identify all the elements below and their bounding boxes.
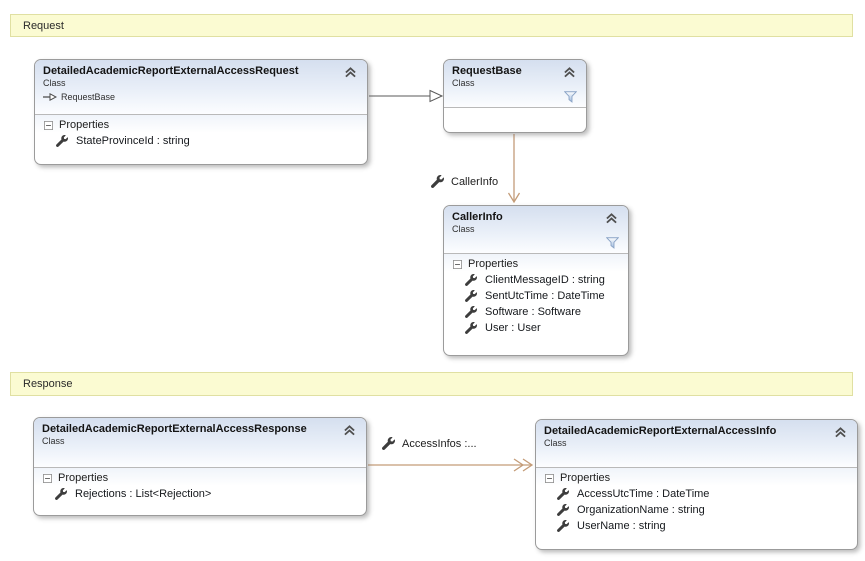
association-label-text: AccessInfos :... [402, 437, 477, 450]
property-wrench-icon [465, 322, 477, 334]
property-row[interactable]: SentUtcTime : DateTime [444, 288, 628, 304]
property-text: Software : Software [485, 306, 581, 318]
class-box-requestbase[interactable]: RequestBase Class [443, 59, 587, 133]
property-wrench-icon [431, 175, 444, 188]
class-title: DetailedAcademicReportExternalAccessResp… [42, 423, 307, 435]
class-header: DetailedAcademicReportExternalAccessInfo… [536, 420, 857, 468]
association-label-accessinfos[interactable]: AccessInfos :... [382, 437, 477, 450]
collapse-chevron-icon[interactable] [563, 67, 576, 78]
class-title: CallerInfo [452, 211, 503, 223]
property-wrench-icon [55, 488, 67, 500]
compartment-label-text: Properties [560, 472, 611, 484]
property-row[interactable]: ClientMessageID : string [444, 272, 628, 288]
property-text: OrganizationName : string [577, 504, 705, 516]
class-header: DetailedAcademicReportExternalAccessRequ… [35, 60, 367, 115]
property-wrench-icon [465, 290, 477, 302]
properties-compartment-header[interactable]: Properties [536, 468, 857, 486]
association-label-callerinfo[interactable]: CallerInfo [431, 175, 498, 188]
class-title: RequestBase [452, 65, 522, 77]
class-header: RequestBase Class [444, 60, 586, 108]
property-wrench-icon [557, 504, 569, 516]
class-body: Properties StateProvinceId : string [35, 115, 367, 149]
group-band-label: Response [23, 378, 73, 390]
group-band-response[interactable]: Response [10, 372, 853, 396]
property-row[interactable]: Rejections : List<Rejection> [34, 486, 366, 502]
connector-association-callerinfo[interactable] [507, 134, 521, 204]
compartment-label-text: Properties [468, 258, 519, 270]
compartment-label-text: Properties [58, 472, 109, 484]
filter-icon[interactable] [606, 237, 619, 249]
group-band-label: Request [23, 19, 64, 32]
class-box-response[interactable]: DetailedAcademicReportExternalAccessResp… [33, 417, 367, 516]
filter-icon[interactable] [564, 91, 577, 103]
property-text: ClientMessageID : string [485, 274, 605, 286]
collapse-chevron-icon[interactable] [834, 427, 847, 438]
class-body: Properties Rejections : List<Rejection> [34, 468, 366, 502]
properties-compartment-header[interactable]: Properties [35, 115, 367, 133]
class-title: DetailedAcademicReportExternalAccessRequ… [43, 65, 299, 77]
property-text: User : User [485, 322, 541, 334]
class-stereotype: Class [452, 224, 475, 234]
property-wrench-icon [557, 520, 569, 532]
collapse-minus-icon[interactable] [44, 121, 53, 130]
compartment-label-text: Properties [59, 119, 110, 131]
class-stereotype: Class [544, 438, 567, 448]
property-row[interactable]: AccessUtcTime : DateTime [536, 486, 857, 502]
class-body: Properties ClientMessageID : string Sent… [444, 254, 628, 336]
property-wrench-icon [557, 488, 569, 500]
property-text: Rejections : List<Rejection> [75, 488, 212, 500]
class-stereotype: Class [42, 436, 65, 446]
collapse-minus-icon[interactable] [43, 474, 52, 483]
property-row[interactable]: OrganizationName : string [536, 502, 857, 518]
property-text: AccessUtcTime : DateTime [577, 488, 710, 500]
class-header: DetailedAcademicReportExternalAccessResp… [34, 418, 366, 468]
inherits-row: RequestBase [43, 92, 341, 102]
collapse-minus-icon[interactable] [545, 474, 554, 483]
class-body: Properties AccessUtcTime : DateTime Orga… [536, 468, 857, 534]
property-text: StateProvinceId : string [76, 135, 190, 147]
property-wrench-icon [465, 306, 477, 318]
class-box-accessinfo[interactable]: DetailedAcademicReportExternalAccessInfo… [535, 419, 858, 550]
connector-inheritance[interactable] [369, 89, 444, 103]
class-box-callerinfo[interactable]: CallerInfo Class Properties ClientMessag… [443, 205, 629, 356]
property-row[interactable]: UserName : string [536, 518, 857, 534]
property-row[interactable]: Software : Software [444, 304, 628, 320]
property-text: UserName : string [577, 520, 666, 532]
class-stereotype: Class [43, 78, 66, 88]
class-header: CallerInfo Class [444, 206, 628, 254]
connector-association-accessinfos[interactable] [368, 458, 534, 472]
class-title: DetailedAcademicReportExternalAccessInfo [544, 425, 777, 437]
property-wrench-icon [56, 135, 68, 147]
properties-compartment-header[interactable]: Properties [444, 254, 628, 272]
inherits-label: RequestBase [61, 92, 116, 102]
association-label-text: CallerInfo [451, 175, 499, 188]
class-stereotype: Class [452, 78, 475, 88]
property-text: SentUtcTime : DateTime [485, 290, 605, 302]
class-box-request[interactable]: DetailedAcademicReportExternalAccessRequ… [34, 59, 368, 165]
property-row[interactable]: StateProvinceId : string [35, 133, 367, 149]
property-row[interactable]: User : User [444, 320, 628, 336]
inheritance-glyph-icon [43, 92, 57, 102]
group-band-request[interactable]: Request [10, 14, 853, 37]
property-wrench-icon [465, 274, 477, 286]
collapse-chevron-icon[interactable] [344, 67, 357, 78]
collapse-chevron-icon[interactable] [605, 213, 618, 224]
collapse-minus-icon[interactable] [453, 260, 462, 269]
properties-compartment-header[interactable]: Properties [34, 468, 366, 486]
collapse-chevron-icon[interactable] [343, 425, 356, 436]
property-wrench-icon [382, 437, 395, 450]
